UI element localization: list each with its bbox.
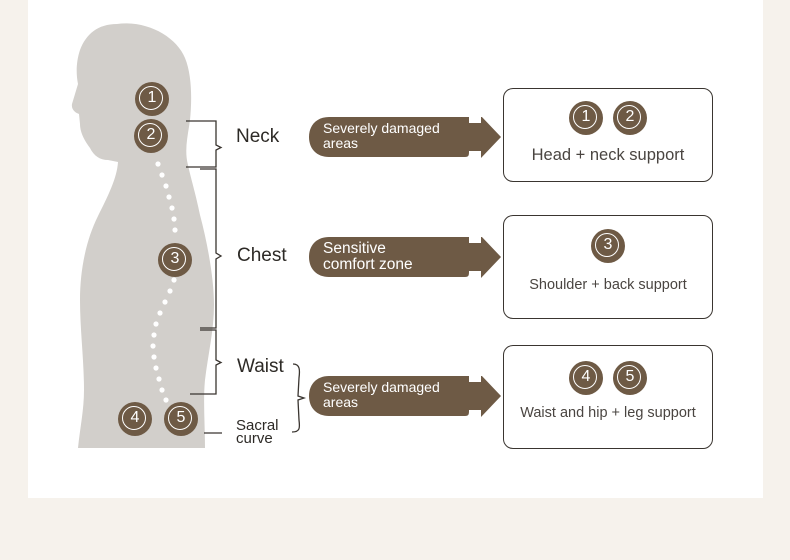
box-3-text: Waist and hip + leg support	[520, 405, 696, 421]
arrow-chest-line-1: Sensitive	[323, 240, 386, 257]
box-2-text: Shoulder + back support	[529, 277, 687, 293]
arrow-chest-line-2: comfort zone	[323, 256, 413, 273]
number-badge-1: 1	[569, 101, 603, 135]
box-1-text: Head + neck support	[531, 146, 685, 164]
region-brackets	[186, 120, 307, 434]
sacral-line-1: Sacral	[236, 417, 279, 434]
spine-marker-2: 2	[134, 119, 168, 153]
label-sacral-curve: Sacral curve	[236, 417, 279, 447]
spine-marker-3: 3	[158, 243, 192, 277]
number-badge-4: 4	[569, 361, 603, 395]
arrow-neck-line-2: areas	[323, 135, 359, 151]
number-badge-3: 3	[591, 229, 625, 263]
spine-marker-1: 1	[135, 82, 169, 116]
arrow-neck-line-1: Severely damaged	[323, 120, 440, 136]
spine-marker-5: 5	[164, 402, 198, 436]
arrow-waist-line-1: Severely damaged	[323, 379, 440, 395]
spine-dots	[150, 161, 178, 403]
label-waist: Waist	[237, 356, 284, 377]
support-box-shoulder-back: 3 Shoulder + back support	[503, 215, 713, 319]
arrow-neck: Severely damaged areas	[309, 117, 505, 159]
arrow-waist-line-2: areas	[323, 394, 359, 410]
number-badge-5: 5	[613, 361, 647, 395]
label-neck: Neck	[236, 126, 280, 147]
arrow-chest: Sensitive comfort zone	[309, 237, 505, 279]
spine-marker-4: 4	[118, 402, 152, 436]
sacral-line-2: curve	[236, 430, 273, 447]
label-chest: Chest	[237, 245, 287, 266]
box-2-numbers: 3	[504, 229, 712, 268]
silhouette-shape	[71, 23, 214, 448]
number-badge-2: 2	[613, 101, 647, 135]
arrow-waist: Severely damaged areas	[309, 376, 505, 418]
